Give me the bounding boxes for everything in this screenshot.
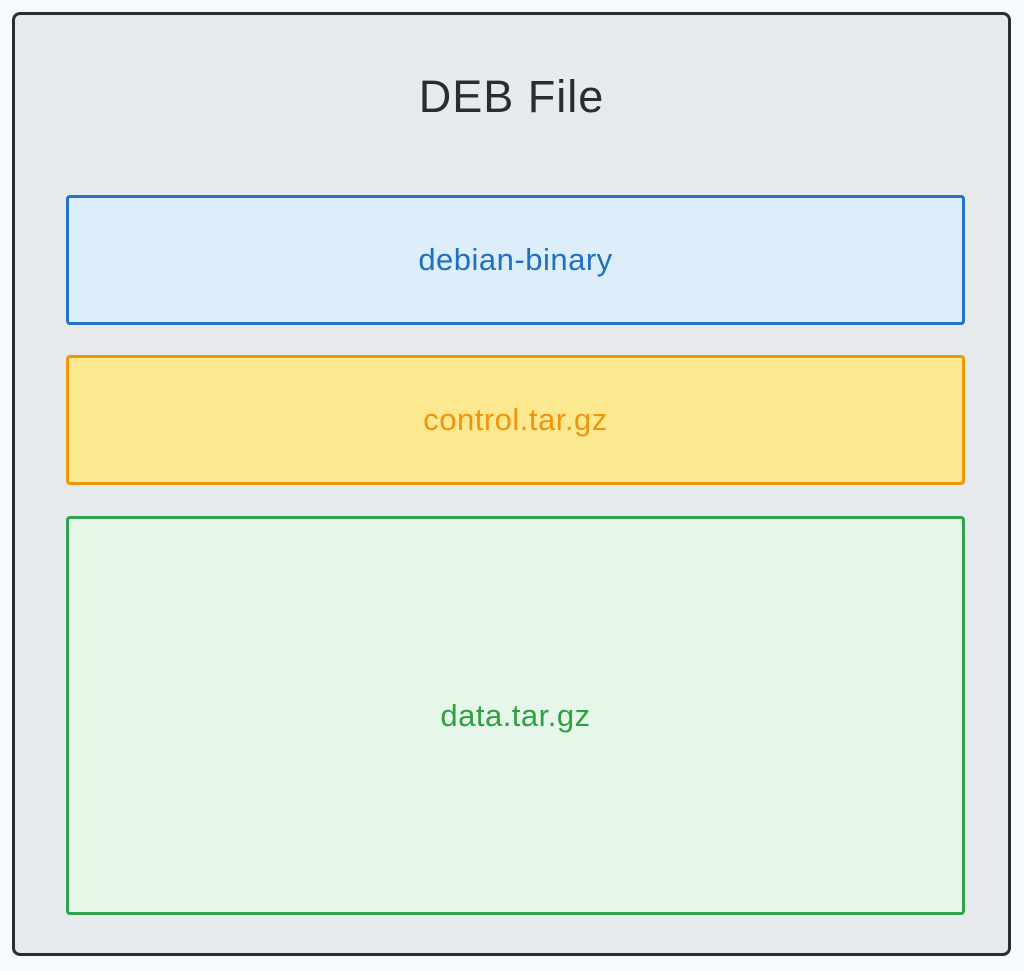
box-debian-binary: debian-binary: [66, 195, 965, 325]
diagram-title: DEB File: [418, 71, 605, 122]
box-data-tar-gz: data.tar.gz: [66, 516, 965, 915]
box-control-tar-gz-label: control.tar.gz: [423, 402, 608, 437]
deb-file-container: DEB File debian-binary control.tar.gz da…: [12, 12, 1011, 956]
box-debian-binary-label: debian-binary: [418, 242, 613, 277]
box-control-tar-gz: control.tar.gz: [66, 355, 965, 485]
box-data-tar-gz-label: data.tar.gz: [440, 697, 591, 733]
